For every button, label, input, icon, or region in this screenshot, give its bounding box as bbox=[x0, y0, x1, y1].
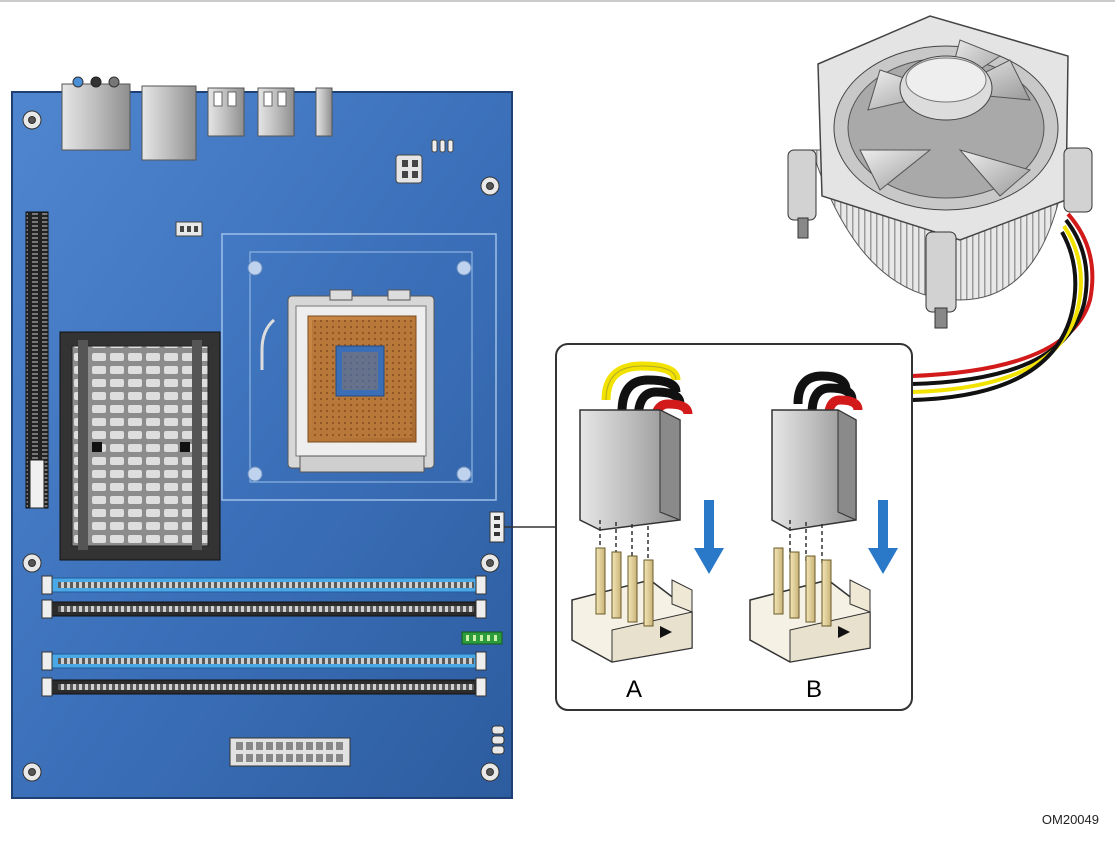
mounting-holes bbox=[22, 110, 500, 782]
drawing-id: OM20049 bbox=[1041, 812, 1099, 827]
fan-connector-3pin bbox=[749, 371, 898, 663]
cpu-fan-heatsink bbox=[787, 15, 1095, 402]
down-arrow-icon bbox=[868, 500, 898, 574]
connector-label-b: B bbox=[806, 676, 823, 703]
cpu-socket bbox=[260, 289, 435, 473]
down-arrow-icon bbox=[694, 500, 724, 574]
fan-connector-4pin bbox=[571, 361, 724, 663]
dimm-slots bbox=[41, 575, 487, 697]
motherboard bbox=[11, 76, 513, 799]
connector-callout-box bbox=[555, 343, 913, 711]
rear-io-panel bbox=[61, 76, 333, 161]
connector-label-a: A bbox=[626, 676, 643, 703]
chipset-heatsink bbox=[59, 331, 221, 561]
